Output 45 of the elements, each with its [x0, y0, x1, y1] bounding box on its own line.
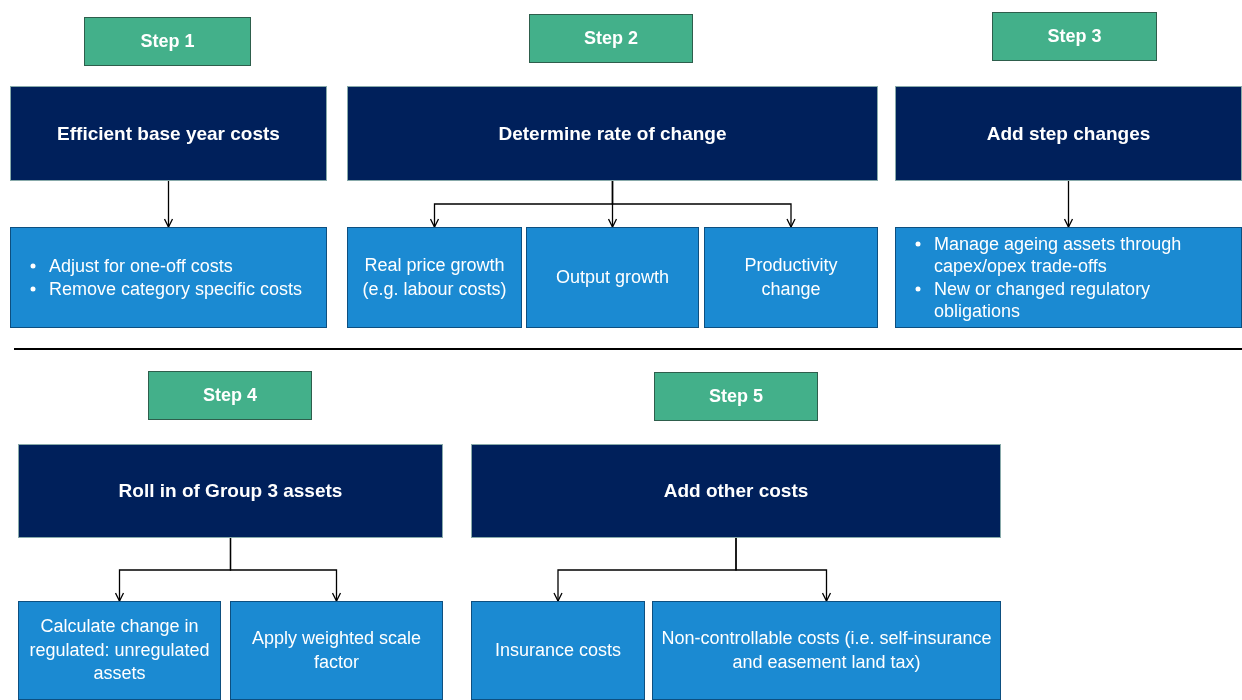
box-text: Apply weighted scale factor: [250, 627, 423, 674]
bullet-item: Remove category specific costs: [49, 277, 303, 300]
step-label-box: [148, 371, 312, 420]
bullet-item: Manage ageing assets through capex/opex trade-offs: [934, 232, 1183, 278]
process-box: [471, 601, 645, 700]
process-box: [704, 227, 878, 328]
process-box: [18, 601, 221, 700]
step-label: Step 2: [583, 28, 639, 49]
step-label-box: [992, 12, 1157, 61]
heading-text: Add other costs: [662, 480, 810, 502]
heading-text: Add step changes: [985, 122, 1152, 145]
box-text: Productivity change: [743, 254, 839, 301]
process-box: [526, 227, 699, 328]
step-label: Step 4: [202, 385, 258, 406]
bullet-item: New or changed regulatory obligations: [934, 277, 1152, 323]
heading-box: [10, 86, 327, 181]
process-box: [230, 601, 443, 700]
heading-box: [471, 444, 1001, 538]
step-label-box: [84, 17, 251, 66]
arrow: [163, 180, 174, 228]
step-label: Step 5: [708, 386, 764, 407]
heading-box: [347, 86, 878, 181]
heading-text: Determine rate of change: [497, 122, 728, 145]
step-label-box: [654, 372, 818, 421]
box-text: Real price growth (e.g. labour costs): [361, 254, 508, 301]
process-box: [347, 227, 522, 328]
box-text: Output growth: [554, 265, 671, 289]
arrow: [611, 180, 796, 228]
step-label: Step 3: [1046, 26, 1103, 47]
box-text: Insurance costs: [493, 638, 623, 662]
bullet-list-box: [10, 227, 327, 328]
step-label: Step 1: [139, 31, 196, 52]
heading-text: Efficient base year costs: [56, 122, 281, 145]
heading-text: Roll in of Group 3 assets: [117, 480, 344, 502]
heading-box: [895, 86, 1242, 181]
process-box: [652, 601, 1001, 700]
step-label-box: [529, 14, 693, 63]
arrow: [229, 537, 342, 602]
bullet-item: Adjust for one-off costs: [49, 255, 233, 278]
box-text: Non-controllable costs (i.e. self-insurance and easement land tax): [661, 627, 992, 674]
box-text: Calculate change in regulated: unregulated assets: [28, 615, 211, 686]
arrow: [735, 537, 832, 602]
arrow: [1063, 180, 1074, 228]
bullet-list-box: [895, 227, 1242, 328]
heading-box: [18, 444, 443, 538]
